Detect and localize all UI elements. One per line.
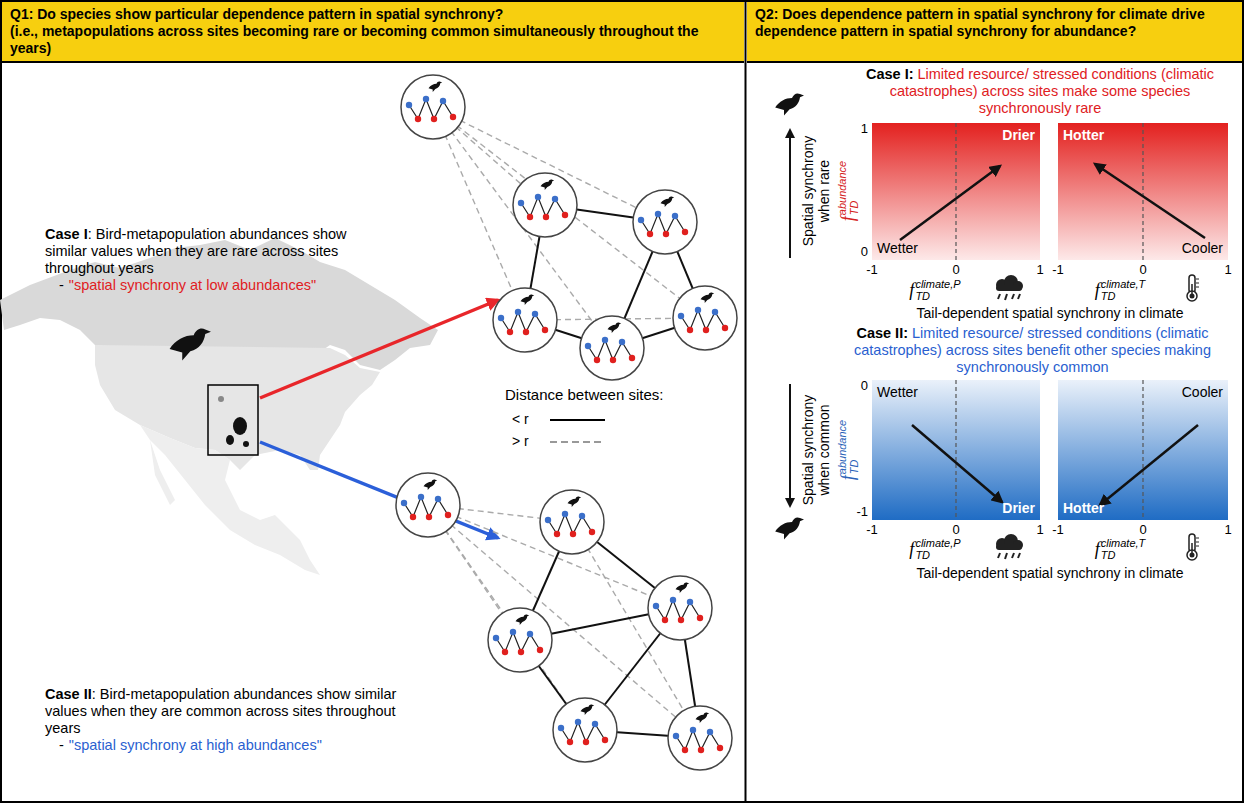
- subscript: TD: [915, 290, 960, 302]
- tick-label: 1: [1036, 262, 1043, 278]
- tick-label: -1: [1052, 522, 1064, 538]
- tick-label: 1: [861, 121, 868, 137]
- annotation: Tail-dependent spatial synchrony in clim…: [917, 565, 1184, 581]
- math-symbol: f: [1095, 539, 1100, 559]
- annotation: Tail-dependent spatial synchrony in clim…: [917, 305, 1184, 321]
- script-stack: climate,PTD: [915, 537, 960, 561]
- annotation: Distance between sites:: [505, 386, 663, 403]
- annotation: -: [59, 277, 64, 293]
- annotation: "spatial synchrony at high abundances": [69, 737, 322, 753]
- heat-panel: CoolerHotter: [1058, 380, 1228, 520]
- legend-text: > r: [512, 433, 529, 450]
- tick-label: 1: [1224, 522, 1231, 538]
- text-line: Case II:Limited resource/ stressed condi…: [830, 325, 1235, 376]
- text-block: Tail-dependent spatial synchrony in clim…: [872, 305, 1228, 322]
- math-label: fclimate,PTD: [909, 537, 960, 561]
- tick-label: 1: [1224, 262, 1231, 278]
- math-symbol: f: [838, 216, 858, 221]
- script-stack: climate,TTD: [1101, 537, 1146, 561]
- text-line: Distance between sites:: [505, 386, 725, 403]
- text-line: -"spatial synchrony at low abundances": [45, 277, 375, 294]
- superscript: abundance: [836, 161, 848, 215]
- text-block: Case I:Limited resource/ stressed condit…: [845, 66, 1235, 117]
- math-symbol: f: [838, 475, 858, 480]
- tick-label: 0: [861, 378, 868, 394]
- annotation: Case II:: [856, 325, 908, 341]
- tick-label: 0: [952, 522, 959, 538]
- superscript: climate,T: [1101, 537, 1146, 549]
- tick-label: -1: [866, 522, 878, 538]
- text-block: Tail-dependent spatial synchrony in clim…: [872, 565, 1228, 582]
- script-stack: abundanceTD: [836, 420, 860, 474]
- annotation: : Bird-metapopulation abundances show si…: [45, 686, 396, 736]
- text-block: Case I: Bird-metapopulation abundances s…: [45, 226, 375, 294]
- annotation: Case I:: [866, 66, 914, 82]
- panel-label: Drier: [1002, 127, 1035, 143]
- script-stack: climate,TTD: [1101, 278, 1146, 302]
- text-block: Case II:Limited resource/ stressed condi…: [830, 325, 1235, 376]
- panel-label: Drier: [1002, 500, 1035, 516]
- panel-label: Cooler: [1182, 384, 1223, 400]
- heat-panel: HotterCooler: [1058, 123, 1228, 260]
- text-line: Case I: Bird-metapopulation abundances s…: [45, 226, 375, 277]
- subscript: TD: [848, 161, 860, 215]
- text-block: Distance between sites:: [505, 386, 725, 403]
- panel-label: Cooler: [1182, 240, 1223, 256]
- text-line: -"spatial synchrony at high abundances": [45, 737, 420, 754]
- tick-label: 1: [1036, 522, 1043, 538]
- header-band: Q1: Do species show particular dependenc…: [2, 2, 744, 63]
- tick-label: 0: [952, 262, 959, 278]
- panel-label: Wetter: [877, 384, 918, 400]
- heat-panel: DrierWetter: [872, 123, 1040, 260]
- header-text: Q2: Does dependence pattern in spatial s…: [755, 6, 1234, 40]
- panel-label: Hotter: [1063, 127, 1104, 143]
- subscript: TD: [848, 420, 860, 474]
- script-stack: abundanceTD: [836, 161, 860, 215]
- annotation: -: [59, 737, 64, 753]
- math-symbol: f: [1095, 280, 1100, 300]
- superscript: abundance: [836, 420, 848, 474]
- tick-label: 0: [861, 244, 868, 260]
- panel-label: Wetter: [877, 240, 918, 256]
- math-symbol: f: [909, 539, 914, 559]
- text-line: Case II: Bird-metapopulation abundances …: [45, 686, 420, 737]
- annotation: Limited resource/ stressed conditions (c…: [890, 66, 1214, 116]
- tick-label: -1: [866, 262, 878, 278]
- tick-label: 0: [1139, 262, 1146, 278]
- superscript: climate,P: [915, 537, 960, 549]
- axis-title: Spatial synchrony when rare: [799, 129, 831, 254]
- header-text: Q1: Do species show particular dependenc…: [10, 6, 736, 23]
- header-band: Q2: Does dependence pattern in spatial s…: [747, 2, 1242, 63]
- annotation: Case II: [45, 686, 92, 702]
- text-block: Case II: Bird-metapopulation abundances …: [45, 686, 420, 754]
- math-label: fclimate,TTD: [1095, 537, 1146, 561]
- math-symbol: f: [909, 280, 914, 300]
- heat-panel: WetterDrier: [872, 380, 1040, 520]
- text-line: Case I:Limited resource/ stressed condit…: [845, 66, 1235, 117]
- superscript: climate,P: [915, 278, 960, 290]
- text-line: Tail-dependent spatial synchrony in clim…: [872, 565, 1228, 582]
- tick-label: 0: [1139, 522, 1146, 538]
- tick-label: -1: [856, 504, 868, 520]
- math-label: fclimate,PTD: [909, 278, 960, 302]
- math-label: fabundanceTD: [836, 161, 860, 221]
- legend-text: < r: [512, 411, 529, 428]
- math-label: fabundanceTD: [836, 420, 860, 480]
- panel-label: Hotter: [1063, 500, 1104, 516]
- tick-label: -1: [1052, 262, 1064, 278]
- header-text: (i.e., metapopulations across sites beco…: [10, 23, 736, 57]
- math-label: fclimate,TTD: [1095, 278, 1146, 302]
- superscript: climate,T: [1101, 278, 1146, 290]
- annotation: Case I: [45, 226, 88, 242]
- subscript: TD: [915, 549, 960, 561]
- axis-title: Spatial synchrony when common: [799, 383, 831, 518]
- subscript: TD: [1101, 290, 1146, 302]
- annotation: : Bird-metapopulation abundances show si…: [45, 226, 346, 276]
- text-line: Tail-dependent spatial synchrony in clim…: [872, 305, 1228, 322]
- script-stack: climate,PTD: [915, 278, 960, 302]
- annotation: "spatial synchrony at low abundances": [69, 277, 316, 293]
- subscript: TD: [1101, 549, 1146, 561]
